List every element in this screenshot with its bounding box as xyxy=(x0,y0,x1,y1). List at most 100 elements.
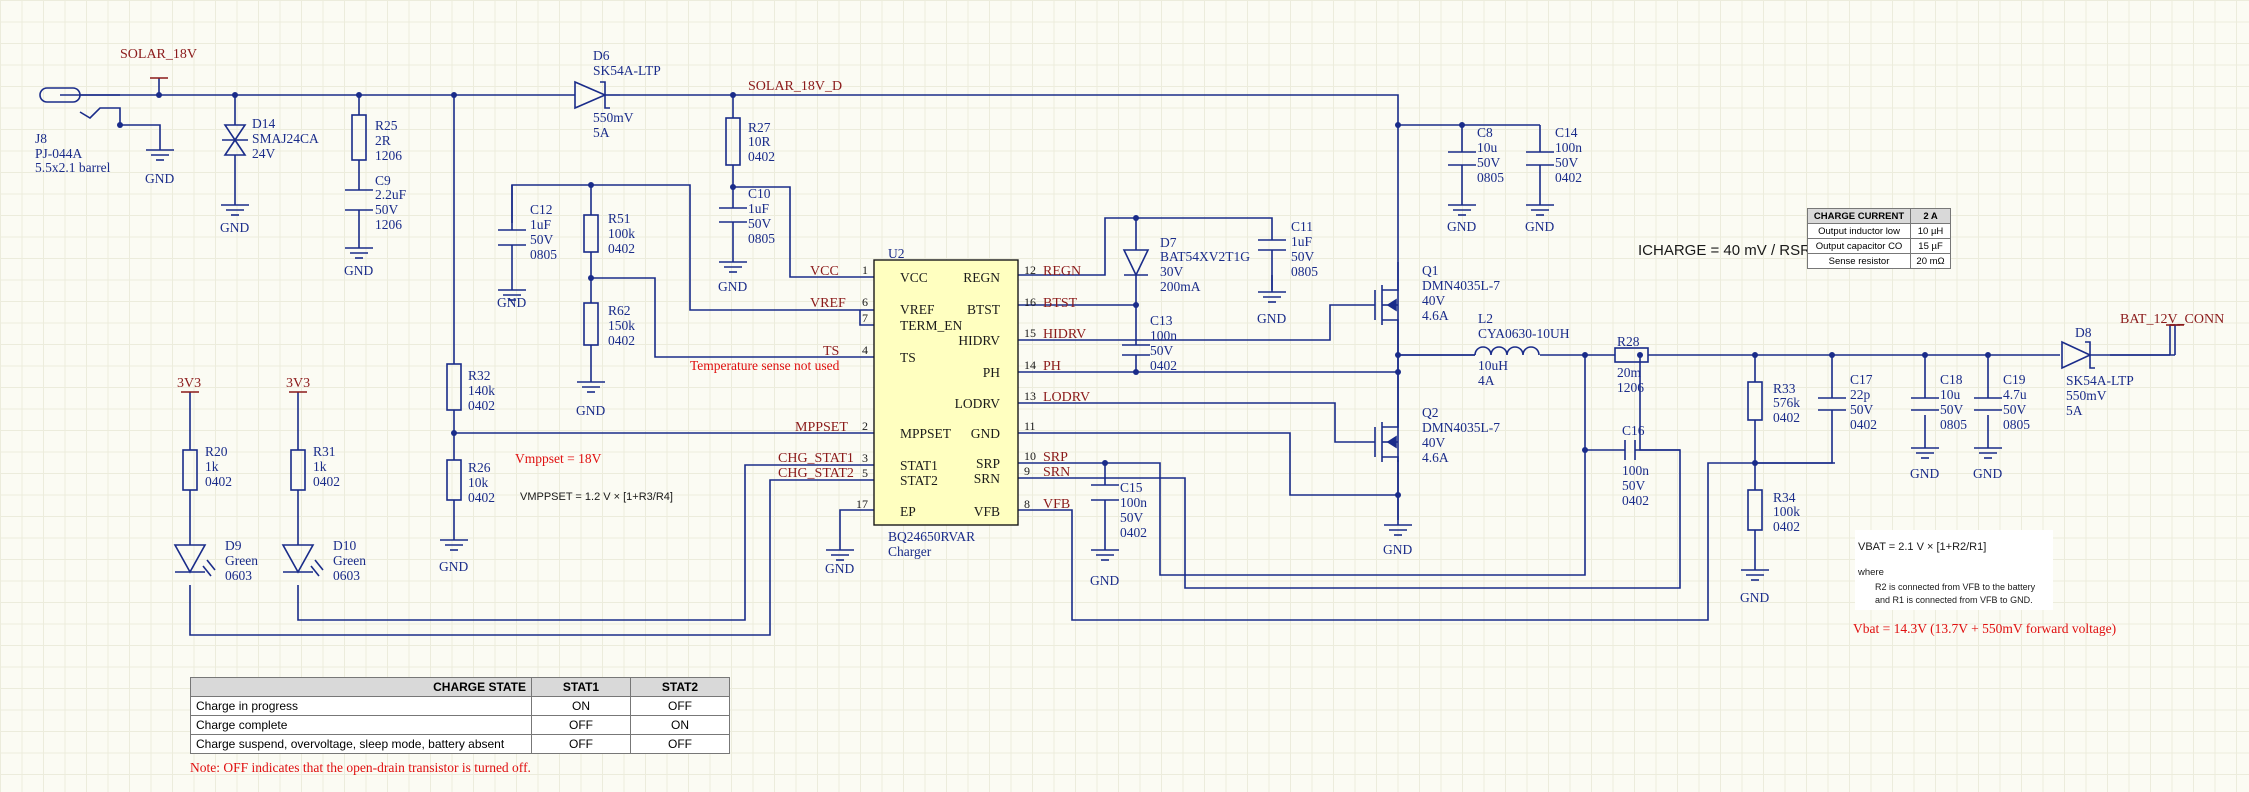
r26-label: R26 10k 0402 xyxy=(468,460,495,505)
svg-text:200mA: 200mA xyxy=(1160,279,1201,294)
gnd-label: GND xyxy=(576,403,605,418)
svg-text:VFB: VFB xyxy=(974,504,1000,519)
svg-text:24V: 24V xyxy=(252,146,276,161)
net-vref: VREF xyxy=(810,296,846,311)
svg-text:100n: 100n xyxy=(1555,140,1582,155)
svg-text:50V: 50V xyxy=(1850,402,1874,417)
svg-text:C8: C8 xyxy=(1477,125,1493,140)
net-3v3-b: 3V3 xyxy=(286,376,310,391)
u2-label: U2 BQ24650RVAR Charger xyxy=(888,246,975,559)
svg-text:R28: R28 xyxy=(1617,334,1640,349)
svg-text:D10: D10 xyxy=(333,538,356,553)
svg-text:40V: 40V xyxy=(1422,293,1446,308)
table-header-cell: CHARGE STATE xyxy=(190,677,532,697)
svg-text:4A: 4A xyxy=(1478,373,1495,388)
svg-text:1uF: 1uF xyxy=(1291,234,1313,249)
svg-text:SRN: SRN xyxy=(974,471,1001,486)
net-bat-12v-conn: BAT_12V_CONN xyxy=(2120,312,2224,327)
svg-text:D6: D6 xyxy=(593,48,610,63)
temp-sense-note: Temperature sense not used xyxy=(690,358,840,373)
svg-text:CYA0630-10UH: CYA0630-10UH xyxy=(1478,326,1570,341)
table-cell: 10 µH xyxy=(1910,223,1951,239)
net-regn: REGN xyxy=(1043,264,1081,279)
svg-text:140k: 140k xyxy=(468,383,495,398)
vmppset-equation: VMPPSET = 1.2 V × [1+R3/R4] xyxy=(520,491,673,503)
svg-text:100n: 100n xyxy=(1120,495,1147,510)
svg-text:C14: C14 xyxy=(1555,125,1578,140)
svg-text:0402: 0402 xyxy=(748,149,775,164)
table-cell: OFF xyxy=(630,734,730,754)
table-cell: Charge in progress xyxy=(190,696,532,716)
net-srn: SRN xyxy=(1043,465,1070,480)
svg-text:40V: 40V xyxy=(1422,435,1446,450)
svg-text:14: 14 xyxy=(1024,358,1036,372)
table-row: Sense resistor 20 mΩ xyxy=(1806,253,1951,269)
svg-text:0402: 0402 xyxy=(608,241,635,256)
svg-text:REGN: REGN xyxy=(963,270,1000,285)
r62-label: R62 150k 0402 xyxy=(608,303,635,348)
table-header-row: CHARGE CURRENT 2 A xyxy=(1806,208,1951,224)
svg-text:STAT1: STAT1 xyxy=(900,458,938,473)
svg-text:U2: U2 xyxy=(888,246,905,261)
gnd-label: GND xyxy=(497,295,526,310)
table-row: Charge complete OFF ON xyxy=(190,715,730,735)
j8-label: J8 PJ-044A 5.5x2.1 barrel xyxy=(35,131,111,175)
gnd-label: GND xyxy=(344,263,373,278)
svg-text:R32: R32 xyxy=(468,368,491,383)
svg-text:L2: L2 xyxy=(1478,311,1493,326)
svg-text:C19: C19 xyxy=(2003,372,2026,387)
svg-text:11: 11 xyxy=(1024,419,1036,433)
r51-label: R51 100k 0402 xyxy=(608,211,635,256)
svg-text:1k: 1k xyxy=(205,459,219,474)
svg-text:R33: R33 xyxy=(1773,381,1796,396)
c16-label: C16 100n 50V 0402 xyxy=(1622,423,1649,508)
table-cell: OFF xyxy=(630,696,730,716)
svg-text:DMN4035L-7: DMN4035L-7 xyxy=(1422,420,1500,435)
table-header-cell: 2 A xyxy=(1910,208,1951,224)
c11-label: C11 1uF 50V 0805 xyxy=(1291,219,1318,279)
table-cell: 15 µF xyxy=(1910,238,1951,254)
svg-text:1206: 1206 xyxy=(375,148,402,163)
svg-text:5: 5 xyxy=(862,466,868,480)
svg-text:5A: 5A xyxy=(2066,403,2083,418)
svg-text:STAT2: STAT2 xyxy=(900,473,938,488)
q2-label: Q2 DMN4035L-7 40V 4.6A xyxy=(1422,405,1500,465)
svg-text:Green: Green xyxy=(225,553,258,568)
svg-text:C16: C16 xyxy=(1622,423,1645,438)
gnd-label: GND xyxy=(1383,542,1412,557)
svg-text:150k: 150k xyxy=(608,318,635,333)
r31-label: R31 1k 0402 xyxy=(313,444,340,489)
table-row: Charge in progress ON OFF xyxy=(190,696,730,716)
table-cell: OFF xyxy=(531,734,631,754)
table-cell: 20 mΩ xyxy=(1910,253,1951,269)
vbat-formula-box xyxy=(1855,530,2053,610)
svg-text:4.6A: 4.6A xyxy=(1422,450,1449,465)
svg-text:R62: R62 xyxy=(608,303,631,318)
c15-label: C15 100n 50V 0402 xyxy=(1120,480,1147,540)
svg-text:0603: 0603 xyxy=(333,568,360,583)
svg-text:50V: 50V xyxy=(530,232,554,247)
svg-text:Q2: Q2 xyxy=(1422,405,1439,420)
charge-state-table: CHARGE STATE STAT1 STAT2 Charge in progr… xyxy=(190,677,730,754)
table-header-cell: STAT1 xyxy=(531,677,631,697)
svg-text:MPPSET: MPPSET xyxy=(900,426,952,441)
table-header-row: CHARGE STATE STAT1 STAT2 xyxy=(190,677,730,697)
charge-current-table: CHARGE CURRENT 2 A Output inductor low 1… xyxy=(1806,208,1951,269)
c19-label: C19 4.7u 50V 0805 xyxy=(2003,372,2030,432)
gnd-label: GND xyxy=(1740,590,1769,605)
svg-text:D7: D7 xyxy=(1160,235,1177,250)
svg-text:4: 4 xyxy=(862,343,868,357)
svg-text:10R: 10R xyxy=(748,134,771,149)
svg-text:50V: 50V xyxy=(1555,155,1579,170)
wires xyxy=(60,77,2184,636)
ground-symbols xyxy=(146,149,2002,581)
svg-text:576k: 576k xyxy=(1773,395,1800,410)
svg-text:0402: 0402 xyxy=(1150,358,1177,373)
svg-text:0805: 0805 xyxy=(1477,170,1504,185)
svg-text:0402: 0402 xyxy=(468,398,495,413)
gnd-label: GND xyxy=(1257,311,1286,326)
c10-label: C10 1uF 50V 0805 xyxy=(748,186,775,246)
r25-label: R25 2R 1206 xyxy=(375,118,402,163)
table-cell: ON xyxy=(531,696,631,716)
c17-label: C17 22p 50V 0402 xyxy=(1850,372,1877,432)
